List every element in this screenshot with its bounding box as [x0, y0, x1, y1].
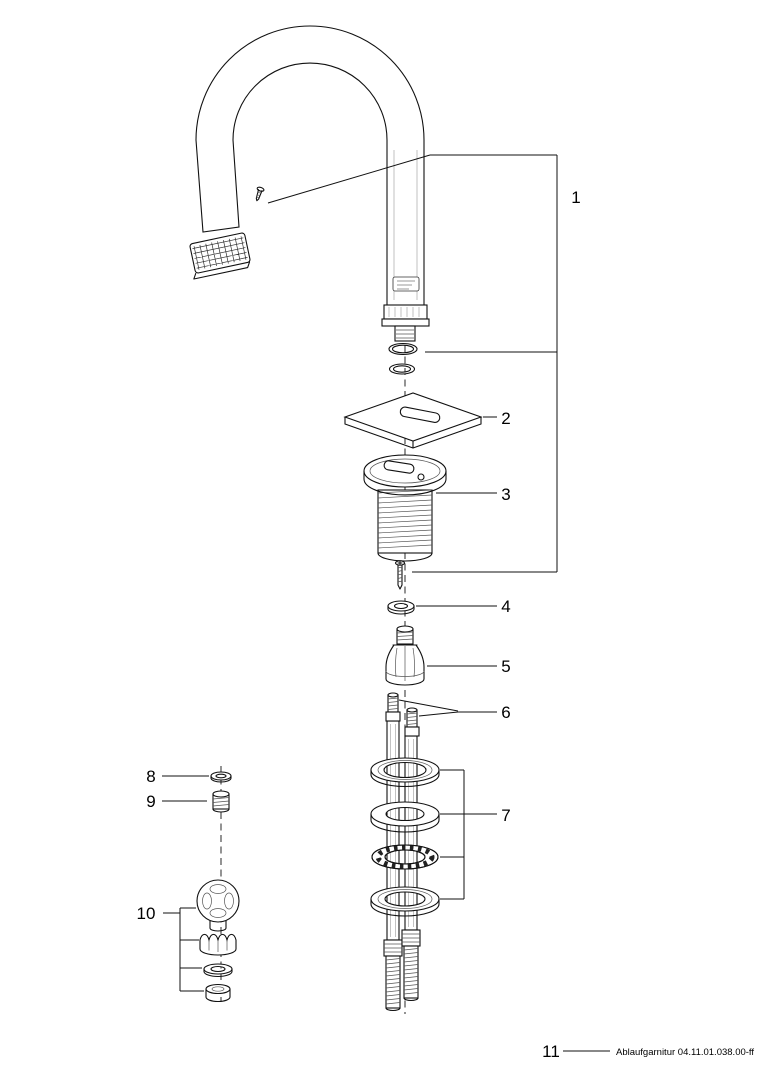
leader-lines: [162, 154, 610, 1052]
part-5-label: 5: [501, 657, 510, 676]
o-ring-lower: [388, 363, 416, 375]
set-screw: [255, 186, 265, 202]
part-7-label: 7: [501, 806, 510, 825]
part-8-label: 8: [146, 767, 155, 786]
seal-ring-3: [371, 844, 439, 870]
shank-washer: [387, 600, 415, 615]
handle-ring: [205, 983, 231, 1003]
spout-base-collar: [381, 304, 430, 342]
seal-ring-4: [370, 886, 440, 917]
mounting-shank: [363, 454, 447, 562]
leader-part-1: [267, 154, 558, 573]
aerator-block: [189, 232, 251, 280]
part-6-label: 6: [501, 703, 510, 722]
part-11-label: 11: [542, 1042, 560, 1061]
seal-ring-2: [370, 801, 440, 833]
footer-caption: Ablaufgarnitur 04.11.01.038.00-ff: [616, 1047, 754, 1058]
part-10-label: 10: [137, 904, 156, 923]
seal-ring-1: [370, 757, 440, 788]
part-9-label: 9: [146, 792, 155, 811]
leader-part-6: [398, 699, 497, 717]
small-washer: [210, 771, 232, 783]
leader-part-7: [440, 769, 497, 900]
handle-knob-stack: [196, 879, 240, 1003]
part-1-label: 1: [571, 188, 580, 207]
o-ring-upper: [388, 342, 418, 356]
brand-plate: [392, 276, 420, 292]
spout-assembly: [189, 25, 430, 375]
part-labels: 1 2 3 4 5 6 7 8 9 10 11: [137, 188, 581, 1061]
part-2-label: 2: [501, 409, 510, 428]
fixing-screw: [394, 560, 406, 590]
seal-stack: [370, 757, 440, 917]
threaded-plug: [212, 790, 230, 813]
handle-knob: [196, 879, 240, 932]
leader-part-10: [163, 907, 204, 992]
cone-nut: [385, 625, 425, 686]
handle-washer: [203, 963, 233, 978]
hose-connectors: [385, 692, 420, 737]
knurled-nut: [199, 933, 237, 956]
centerlines: [220, 345, 406, 1014]
escutcheon-plate: [343, 392, 483, 449]
part-4-label: 4: [501, 597, 510, 616]
supply-hoses: [383, 720, 421, 1012]
part-3-label: 3: [501, 485, 510, 504]
